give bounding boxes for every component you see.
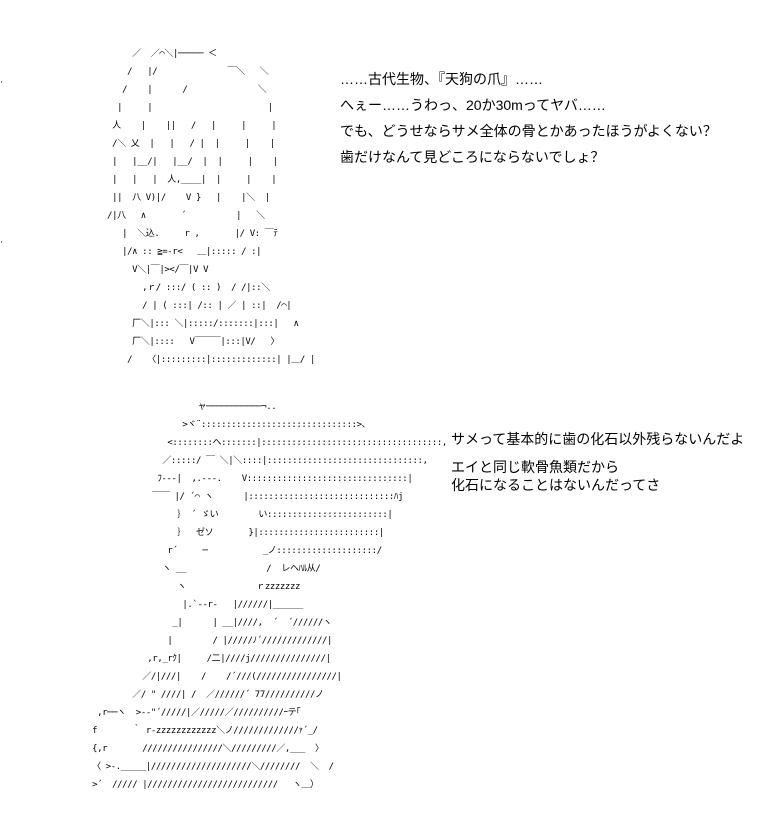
dialogue-line: サメって基本的に歯の化石以外残らないんだよ [451, 431, 745, 447]
dialogue-line: 歯だけなんて見どころにならないでしょ？ [340, 149, 605, 165]
ascii-art-boy-lower-figure: ャ───────────¬.. >ヾ¨:::::::::::::::::::::… [92, 402, 447, 790]
dialogue-block-2: サメって基本的に歯の化石以外残らないんだよ エイと同じ軟骨魚類だから 化石になる… [451, 430, 744, 494]
dialogue-line: ……古代生物、『天狗の爪』…… [340, 71, 543, 87]
dialogue-block-1: ……古代生物、『天狗の爪』…… へぇー……うわっ、20か30mってヤバ…… でも… [340, 70, 717, 174]
dialogue-line: へぇー……うわっ、20か30mってヤバ…… [340, 97, 606, 113]
margin-dot: · [0, 78, 3, 88]
dialogue-line: エイと同じ軟骨魚類だから [451, 459, 619, 475]
dialogue-line: 化石になることはないんだってさ [451, 477, 661, 493]
ascii-art-girl-upper-figure: ／ ／⌒＼|───── ＜ / |/ ￣＼ ＼ / | / ＼ | | | 人 … [107, 49, 315, 365]
dialogue-line: でも、どうせならサメ全体の骨とかあったほうがよくない？ [340, 123, 717, 139]
margin-dot: · [0, 238, 3, 248]
